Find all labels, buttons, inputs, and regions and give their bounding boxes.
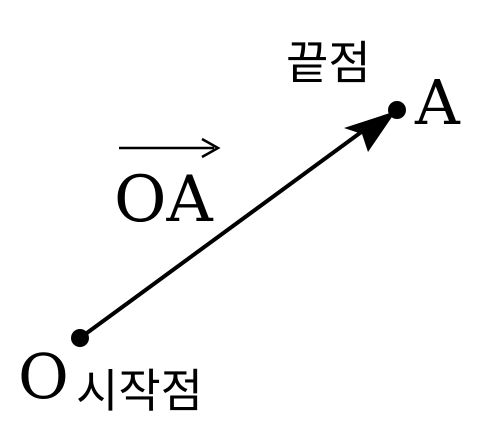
start-point-dot [71,329,89,347]
vector-oa-arrowhead-icon [344,111,396,152]
vector-label: OA [114,137,221,237]
vector-label-overarrow-head-icon [201,137,221,159]
end-point-dot [388,101,406,119]
vector-oa-shaft [78,120,377,340]
start-point-caption: 시작점 [76,364,203,418]
vector-label-text: OA [114,163,213,237]
start-point-letter: O [18,340,69,413]
end-point-caption: 끝점 [286,36,371,90]
end-point-letter: A [414,66,461,139]
